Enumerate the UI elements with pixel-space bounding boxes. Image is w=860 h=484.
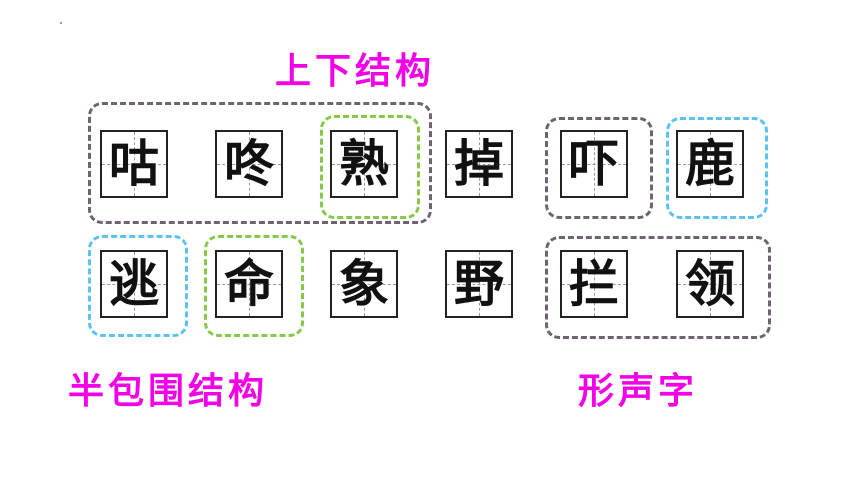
char-cell: 象 — [330, 250, 398, 318]
group-blue-outline-lu — [666, 117, 768, 219]
character: 象 — [339, 254, 389, 313]
group-green-outline-row1 — [320, 115, 420, 219]
group-green-outline-ming — [204, 235, 304, 337]
char-cell: 咚 — [215, 130, 283, 198]
character: 拦 — [569, 254, 619, 313]
char-cell: 领 — [676, 250, 744, 318]
character: 熟 — [339, 134, 389, 193]
char-cell: 野 — [445, 250, 513, 318]
character: 鹿 — [685, 134, 735, 193]
char-cell: 命 — [215, 250, 283, 318]
char-cell: 拦 — [560, 250, 628, 318]
character: 掉 — [454, 134, 504, 193]
character: 咚 — [224, 134, 274, 193]
char-cell: 吓 — [560, 130, 628, 198]
character: 领 — [685, 254, 735, 313]
char-cell: 掉 — [445, 130, 513, 198]
char-cell: 熟 — [330, 130, 398, 198]
character: 咕 — [109, 134, 159, 193]
label-phono-semantic: 形声字 — [578, 371, 699, 412]
character: 野 — [454, 254, 504, 313]
character: 命 — [224, 254, 274, 313]
char-cell: 咕 — [100, 130, 168, 198]
label-top-bottom-structure: 上下结构 — [275, 51, 436, 92]
group-gray-outline-phono — [545, 236, 771, 339]
group-gray-outline-xia — [545, 117, 653, 219]
group-blue-outline-tao — [88, 235, 188, 337]
character: 逃 — [109, 254, 159, 313]
decorative-dot — [60, 22, 62, 24]
character: 吓 — [569, 134, 619, 193]
char-cell: 逃 — [100, 250, 168, 318]
char-cell: 鹿 — [676, 130, 744, 198]
label-half-enclosed-structure: 半包围结构 — [68, 371, 269, 412]
group-top-bottom-outline — [88, 102, 432, 224]
